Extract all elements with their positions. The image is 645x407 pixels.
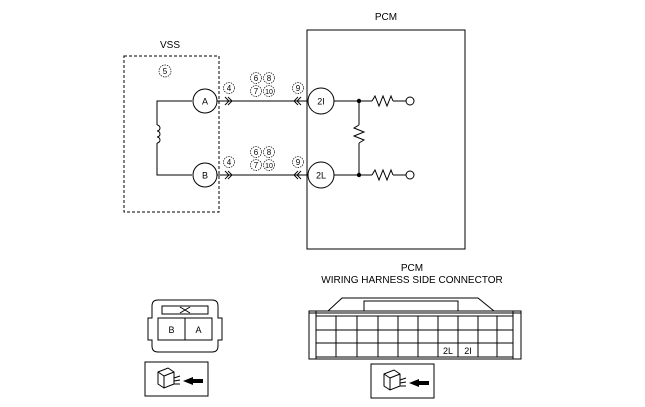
vss-connector-face: [147, 299, 223, 353]
vss-title: VSS: [160, 40, 180, 51]
vss-connector-cell-a: A: [195, 325, 201, 335]
ref-circle-top-8: 8: [263, 72, 275, 84]
svg-text:8: 8: [267, 74, 272, 83]
vss-terminal-a-label: A: [202, 97, 208, 107]
vss-terminal-a: A: [192, 88, 218, 114]
resistor-top: [371, 94, 394, 108]
connector-mark-vss-top: [224, 96, 233, 106]
resistor-middle: [352, 124, 366, 144]
connector-mark-vss-bottom: [224, 170, 233, 180]
svg-text:10: 10: [265, 163, 273, 170]
svg-text:10: 10: [265, 89, 273, 96]
ref-circle-bottom-right: 9: [292, 156, 304, 168]
pcm-connector-face: [308, 297, 522, 360]
vss-connector-cell-b: B: [168, 325, 174, 335]
svg-text:9: 9: [296, 158, 301, 167]
ref-circle-bottom-left: 4: [223, 156, 235, 168]
ref-circle-top-7: 7: [250, 85, 262, 97]
vss-block: VSS 5 A B: [123, 40, 220, 213]
ref-circle-bottom-10: 10: [263, 159, 275, 171]
vss-ref-label: 5: [163, 67, 168, 76]
vss-terminal-b-label: B: [202, 171, 208, 181]
view-arrow-icon-pcm: [409, 379, 429, 387]
vss-terminal-b: B: [192, 162, 218, 188]
pcm-connector-title-line1: PCM: [401, 263, 423, 274]
ref-circle-top-10: 10: [263, 85, 275, 97]
pcm-box: [306, 29, 466, 250]
pcm-terminal-2l-label: 2L: [316, 171, 326, 181]
ref-circle-bottom-7: 7: [250, 159, 262, 171]
pcm-connector-cell-2l: 2L: [443, 346, 453, 356]
ref-circle-bottom-6: 6: [250, 146, 262, 158]
svg-text:8: 8: [267, 148, 272, 157]
view-arrow-icon-vss: [183, 377, 203, 385]
pcm-block: PCM 2I 2L: [306, 12, 466, 250]
vss-ref-circle: 5: [158, 64, 172, 78]
pcm-terminal-2i-label: 2I: [317, 97, 325, 107]
view-indicator-icon-pcm: [370, 363, 435, 399]
view-indicator-icon-vss: [144, 361, 209, 397]
pcm-internal-circuit: [334, 94, 415, 182]
wire-bottom: 4 6 8 7 10 9: [217, 146, 308, 180]
svg-text:6: 6: [254, 148, 259, 157]
junction-dot-bottom: [356, 172, 362, 178]
connector-mark-pcm-top: [293, 96, 302, 106]
pcm-output-node-bottom: [405, 170, 415, 180]
svg-text:6: 6: [254, 74, 259, 83]
pcm-terminal-2i: 2I: [307, 87, 335, 115]
pcm-connector-title-line2: WIRING HARNESS SIDE CONNECTOR: [321, 275, 503, 286]
svg-text:9: 9: [296, 84, 301, 93]
svg-text:7: 7: [254, 161, 259, 170]
wire-top: 4 6 8 7 10 9: [217, 72, 308, 106]
vss-box: [123, 55, 220, 213]
junction-dot-top: [356, 98, 362, 104]
ref-circle-top-6: 6: [250, 72, 262, 84]
pcm-title: PCM: [375, 12, 397, 23]
pcm-output-node-top: [405, 96, 415, 106]
resistor-bottom: [371, 168, 394, 182]
ref-circle-bottom-8: 8: [263, 146, 275, 158]
svg-text:4: 4: [227, 84, 232, 93]
svg-text:7: 7: [254, 87, 259, 96]
ref-circle-top-right: 9: [292, 82, 304, 94]
pcm-connector-cell-2i: 2I: [464, 346, 472, 356]
coil-symbol: [156, 100, 192, 176]
pcm-terminal-2l: 2L: [307, 161, 335, 189]
connector-mark-pcm-bottom: [293, 170, 302, 180]
ref-circle-top-left: 4: [223, 82, 235, 94]
svg-text:4: 4: [227, 158, 232, 167]
